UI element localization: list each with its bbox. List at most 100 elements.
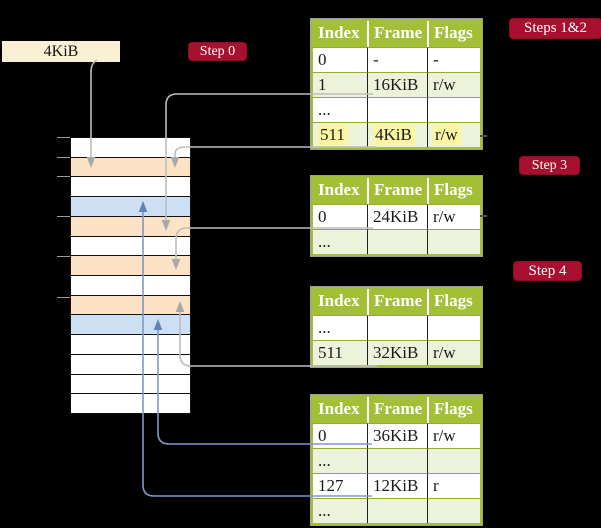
table-row: 1 16KiB r/w <box>313 72 480 97</box>
col-header-frame: Frame <box>367 397 427 423</box>
memory-frame-row <box>71 138 190 158</box>
memory-tick <box>57 157 70 158</box>
cell-flags <box>427 97 480 122</box>
badge-step-0: Step 0 <box>188 42 247 61</box>
badge-step-3: Step 3 <box>519 156 580 175</box>
memory-frame-row <box>71 256 190 277</box>
memory-tick <box>57 256 70 257</box>
table-row-highlighted: 511 4KiB r/w <box>313 122 480 147</box>
cell-index: 0 <box>313 204 367 229</box>
memory-frame-row <box>71 157 190 178</box>
table-header-row: Index Frame Flags <box>313 21 480 47</box>
cell-flags: r/w <box>427 340 480 365</box>
page-table-1: Index Frame Flags 0 - - 1 16KiB r/w ... … <box>310 18 483 150</box>
table-row: 0 36KiB r/w <box>313 423 480 448</box>
cell-frame: - <box>367 47 427 72</box>
cell-index: 511 <box>313 122 367 147</box>
cell-flags: r/w <box>427 204 480 229</box>
cell-index: ... <box>313 315 367 340</box>
col-header-index: Index <box>313 178 367 204</box>
cell-index: ... <box>313 448 367 473</box>
memory-frame-row <box>71 236 190 257</box>
memory-frame-row <box>71 197 190 217</box>
page-table-4: Index Frame Flags 0 36KiB r/w ... 127 12… <box>310 394 483 526</box>
col-header-frame: Frame <box>367 21 427 47</box>
page-table-2: Index Frame Flags 0 24KiB r/w ... <box>310 175 483 257</box>
table-row: 0 - - <box>313 47 480 72</box>
cell-index: ... <box>313 229 367 254</box>
memory-tick <box>57 216 70 217</box>
table-row: 0 24KiB r/w <box>313 204 480 229</box>
cell-flags: r <box>427 473 480 498</box>
cell-frame: 36KiB <box>367 423 427 448</box>
table-row: ... <box>313 498 480 523</box>
cell-frame: 12KiB <box>367 473 427 498</box>
memory-tick <box>57 137 70 138</box>
table-row: 127 12KiB r <box>313 473 480 498</box>
table-header-row: Index Frame Flags <box>313 178 480 204</box>
col-header-flags: Flags <box>427 178 480 204</box>
cell-index: ... <box>313 498 367 523</box>
cell-flags: - <box>427 47 480 72</box>
table-row: ... <box>313 97 480 122</box>
memory-frame-row <box>71 315 190 336</box>
memory-tick <box>57 297 70 298</box>
memory-frame-row <box>71 354 190 375</box>
highlighted-value: 511 <box>318 124 348 145</box>
cell-index: 511 <box>313 340 367 365</box>
col-header-flags: Flags <box>427 289 480 315</box>
col-header-index: Index <box>313 397 367 423</box>
col-header-frame: Frame <box>367 289 427 315</box>
col-header-flags: Flags <box>427 21 480 47</box>
page-size-box: 4KiB <box>2 41 120 62</box>
page-size-label: 4KiB <box>43 42 79 60</box>
cell-frame: 32KiB <box>367 340 427 365</box>
memory-frame-row <box>71 177 190 198</box>
cell-flags <box>427 229 480 254</box>
cell-flags: r/w <box>427 122 480 147</box>
table-row: ... <box>313 229 480 254</box>
memory-frame-row <box>71 374 190 395</box>
col-header-index: Index <box>313 21 367 47</box>
cell-flags: r/w <box>427 423 480 448</box>
highlighted-value: 4KiB <box>373 124 415 145</box>
cell-frame <box>367 315 427 340</box>
memory-frame-row <box>71 394 190 414</box>
memory-frame-row <box>71 216 190 237</box>
table-header-row: Index Frame Flags <box>313 289 480 315</box>
table-header-row: Index Frame Flags <box>313 397 480 423</box>
page-table-3: Index Frame Flags ... 511 32KiB r/w <box>310 286 483 368</box>
col-header-frame: Frame <box>367 178 427 204</box>
highlighted-value: r/w <box>433 124 461 145</box>
cell-flags <box>427 448 480 473</box>
cell-frame: 16KiB <box>367 72 427 97</box>
cell-index: 0 <box>313 47 367 72</box>
cell-frame <box>367 498 427 523</box>
cell-flags <box>427 315 480 340</box>
cell-frame <box>367 448 427 473</box>
badge-steps-1-2: Steps 1&2 <box>509 18 601 39</box>
memory-tick <box>57 176 70 177</box>
col-header-flags: Flags <box>427 397 480 423</box>
table-row: 511 32KiB r/w <box>313 340 480 365</box>
row-pointer-stub <box>480 215 487 217</box>
physical-memory-column <box>70 137 191 414</box>
cell-index: 1 <box>313 72 367 97</box>
cell-flags: r/w <box>427 72 480 97</box>
badge-step-4: Step 4 <box>513 261 582 281</box>
col-header-index: Index <box>313 289 367 315</box>
cell-frame <box>367 229 427 254</box>
cell-index: ... <box>313 97 367 122</box>
table-row: ... <box>313 448 480 473</box>
memory-frame-row <box>71 335 190 355</box>
cell-flags <box>427 498 480 523</box>
memory-frame-row <box>71 295 190 316</box>
arrow-entry511-to-4kib-frame <box>170 146 377 168</box>
row-pointer-stub <box>480 135 487 137</box>
cell-frame: 4KiB <box>367 122 427 147</box>
table-row: ... <box>313 315 480 340</box>
cell-frame <box>367 97 427 122</box>
memory-frame-row <box>71 276 190 296</box>
cell-index: 0 <box>313 423 367 448</box>
